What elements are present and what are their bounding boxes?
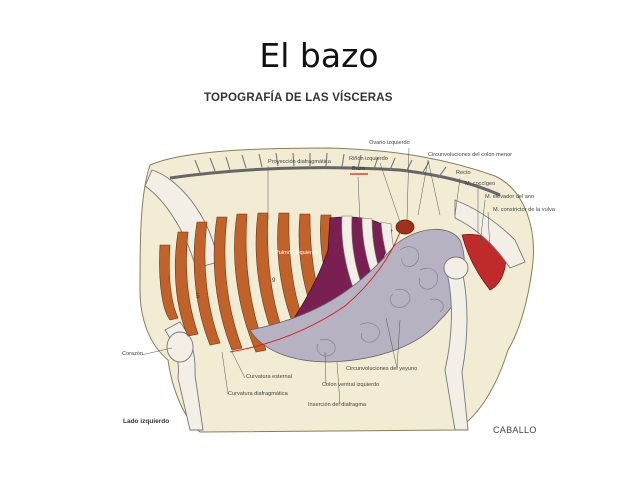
diaphragm-line (229, 231, 401, 353)
label-circ-yeyuno: Circunvoluciones del yeyuno (346, 366, 418, 372)
hip-joint (443, 256, 469, 280)
label-elevador: M. elevador del ano (485, 194, 535, 200)
label-circ-colon-menor: Circunvoluciones del colon menor (428, 152, 512, 158)
pointer-lines (140, 147, 491, 405)
species-label: CABALLO (493, 425, 537, 435)
vertebral-processes (194, 152, 447, 179)
label-curv-diafrag: Curvatura diafragmática (228, 391, 288, 397)
hind-leg (444, 261, 469, 431)
label-constrictor: M. constrictor de la vulva (493, 207, 555, 213)
slide-title: El bazo (259, 36, 379, 75)
label-bazo: Bazo (352, 166, 365, 172)
label-proyeccion: Proyección diafragmática (268, 159, 331, 165)
elbow-joint (166, 331, 194, 363)
left-kidney (395, 219, 415, 235)
spine (169, 166, 501, 197)
rib-number-9: 9 (272, 278, 276, 284)
label-ovario: Ovario izquierdo (369, 140, 410, 146)
label-coccigeo: M. coccígeo (465, 181, 496, 187)
label-recto: Recto (456, 170, 471, 176)
pelvis (454, 199, 526, 269)
side-label: Lado izquierdo (123, 418, 170, 425)
label-corazon: Corazón (122, 351, 144, 357)
label-curv-esternal: Curvatura esternal (246, 374, 293, 380)
label-rinon: Riñón izquierdo (349, 156, 388, 162)
label-insercion: Inserción del diafragma (308, 402, 367, 408)
label-pulmon: Pulmón izquierdo (275, 250, 319, 256)
rib-number-5: 5 (196, 294, 200, 300)
label-colon-ventral: Colon ventral izquierdo (322, 382, 380, 388)
figure-title: TOPOGRAFÍA DE LAS VÍSCERAS (204, 92, 393, 104)
